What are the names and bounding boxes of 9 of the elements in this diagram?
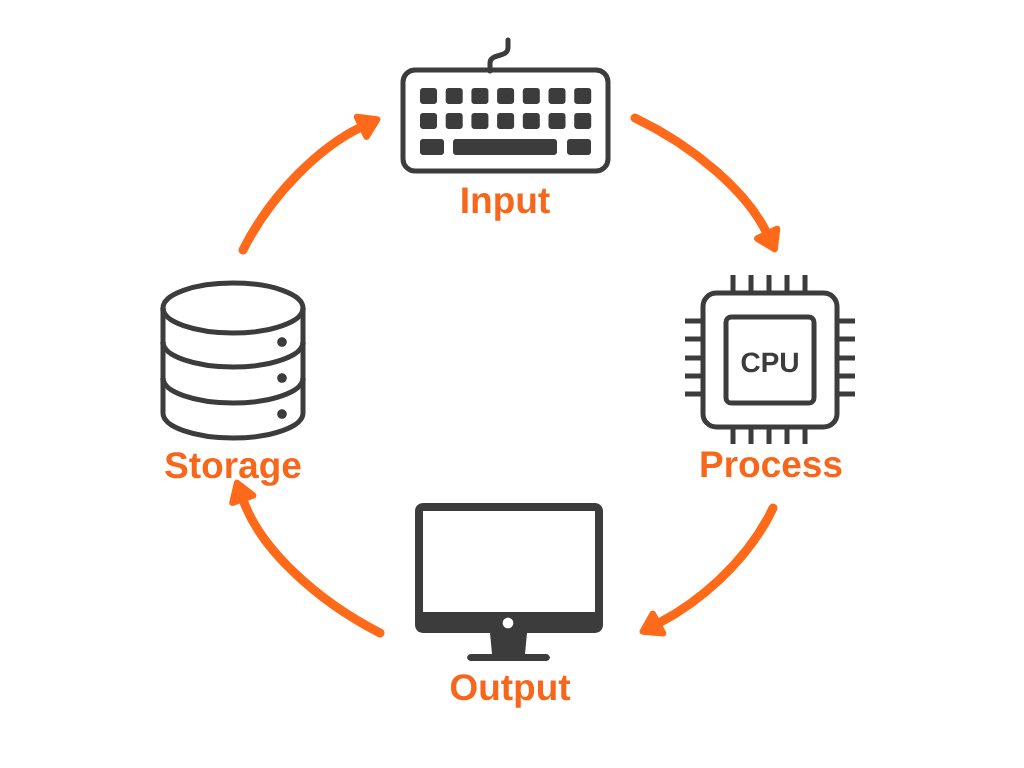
cpu-chip: CPU — [685, 275, 855, 444]
node-label: Storage — [165, 452, 301, 486]
node-label: Input — [462, 187, 550, 221]
arrow — [238, 113, 381, 255]
arrow — [630, 113, 781, 253]
arrow — [229, 479, 385, 638]
arrow — [639, 503, 778, 637]
node-label: Process — [701, 451, 842, 478]
node-label: Output — [450, 674, 571, 708]
